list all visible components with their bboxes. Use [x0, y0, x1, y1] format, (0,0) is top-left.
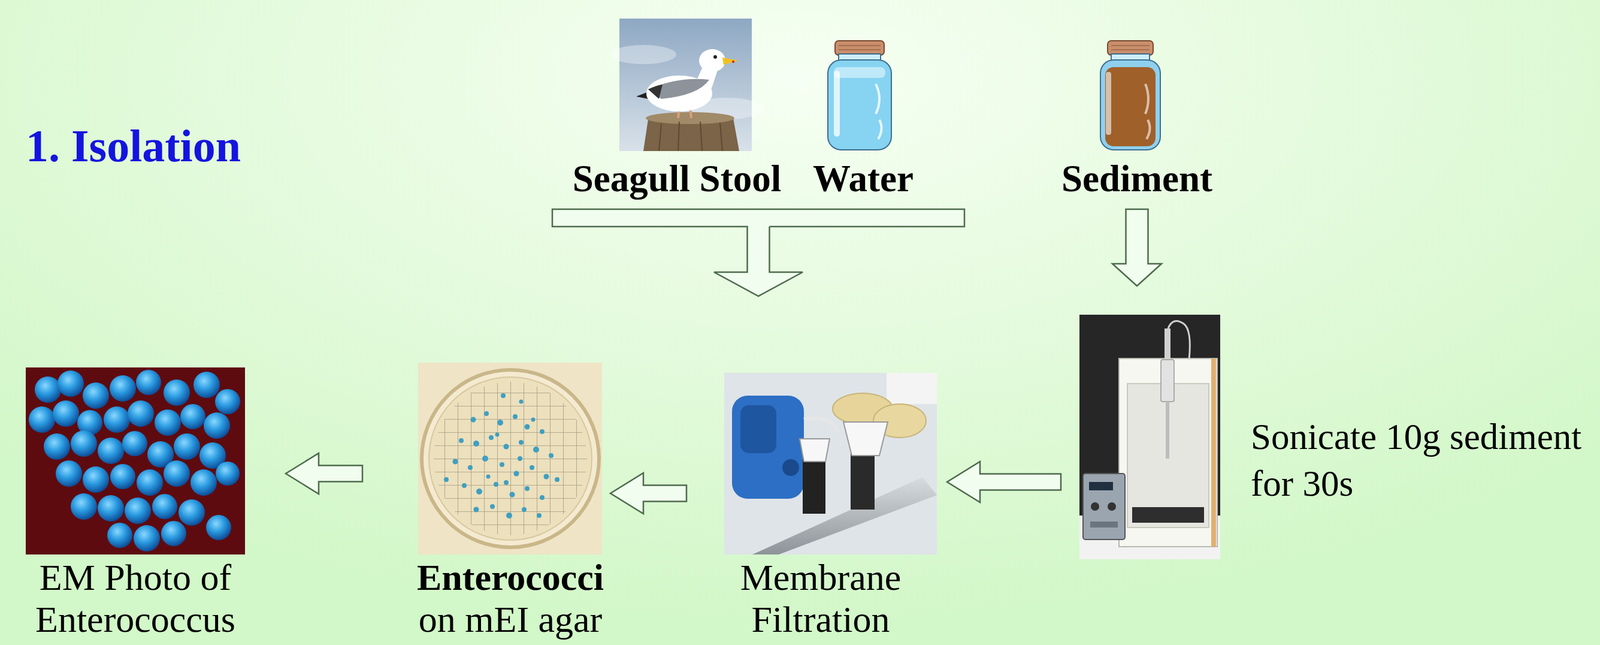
- arrow-outline: [758, 209, 965, 227]
- water-jar: [827, 40, 892, 150]
- sonicator-photo: [1079, 314, 1221, 559]
- block-arrow: [1112, 209, 1162, 286]
- photo-node: EM Photo of Enterococcus: [17, 362, 253, 644]
- arrow-outline: [947, 461, 1061, 502]
- caption: Water: [806, 156, 921, 201]
- arrow-fill: [758, 209, 965, 227]
- block-arrow: [758, 209, 965, 227]
- photo-node: Membrane Filtration: [700, 368, 941, 644]
- block-arrow: [947, 461, 1061, 502]
- arrow-fill: [610, 472, 687, 514]
- caption: Sediment: [1055, 156, 1219, 201]
- arrow-outline: [610, 472, 687, 514]
- photo-node: Seagull Stool: [563, 14, 791, 207]
- em-photo: [25, 367, 246, 555]
- caption: Sonicate 10g sediment for 30s: [1250, 413, 1587, 507]
- seagull-photo: [610, 18, 764, 151]
- caption: Enterococci: [411, 555, 610, 598]
- caption: Seagull Stool: [563, 156, 791, 201]
- photo-node: Sediment: [1055, 35, 1219, 207]
- photo-node: Water: [806, 35, 921, 207]
- caption: EM Photo of Enterococcus: [17, 555, 253, 640]
- arrow-fill: [947, 461, 1061, 502]
- photo-node: Enterococcion mEI agar: [411, 359, 610, 644]
- photo-node: Sonicate 10g sediment for 30s: [1079, 314, 1594, 561]
- caption: Membrane Filtration: [700, 555, 941, 640]
- petri-dish-photo: [418, 362, 603, 555]
- section-title: 1. Isolation: [25, 119, 241, 172]
- block-arrow: [285, 452, 363, 494]
- block-arrow: [610, 472, 687, 514]
- sediment-jar: [1100, 40, 1161, 150]
- membrane-filtration-photo: [724, 372, 937, 555]
- arrow-outline: [285, 452, 363, 494]
- caption-line: on mEI agar: [411, 597, 610, 640]
- arrow-fill: [285, 452, 363, 494]
- arrow-fill: [1112, 209, 1162, 286]
- arrow-outline: [1112, 209, 1162, 286]
